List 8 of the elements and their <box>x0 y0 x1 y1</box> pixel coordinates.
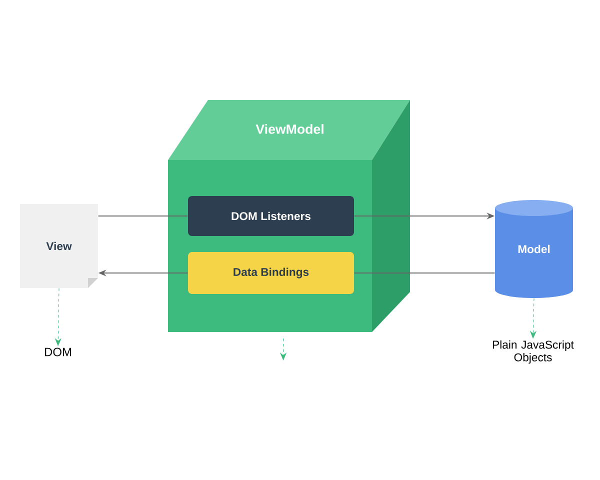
cylinder: Model <box>495 200 573 298</box>
binding-box: Data Bindings <box>188 252 354 294</box>
caption-text: DOM <box>45 348 72 356</box>
listener-box: DOM Listeners <box>188 196 354 236</box>
connector-line <box>98 215 188 217</box>
connector-line <box>354 272 495 274</box>
caption-text: Plain JavaScript Objects <box>492 340 574 364</box>
node-label: ViewModel <box>256 124 324 134</box>
